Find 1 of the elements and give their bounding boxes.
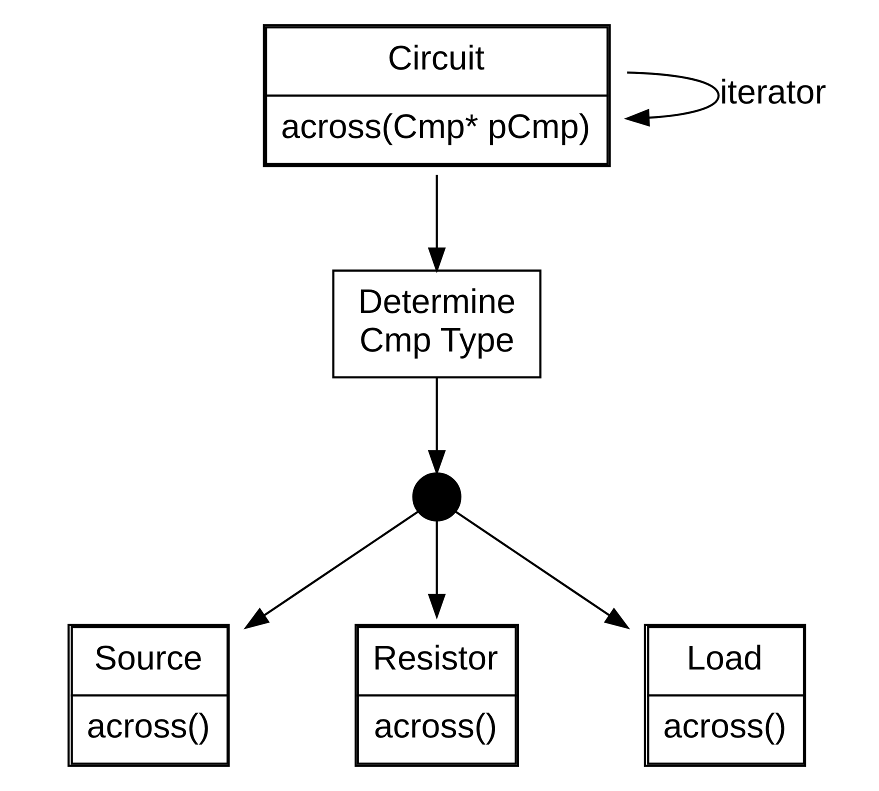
edge-label: iterator	[720, 74, 826, 112]
